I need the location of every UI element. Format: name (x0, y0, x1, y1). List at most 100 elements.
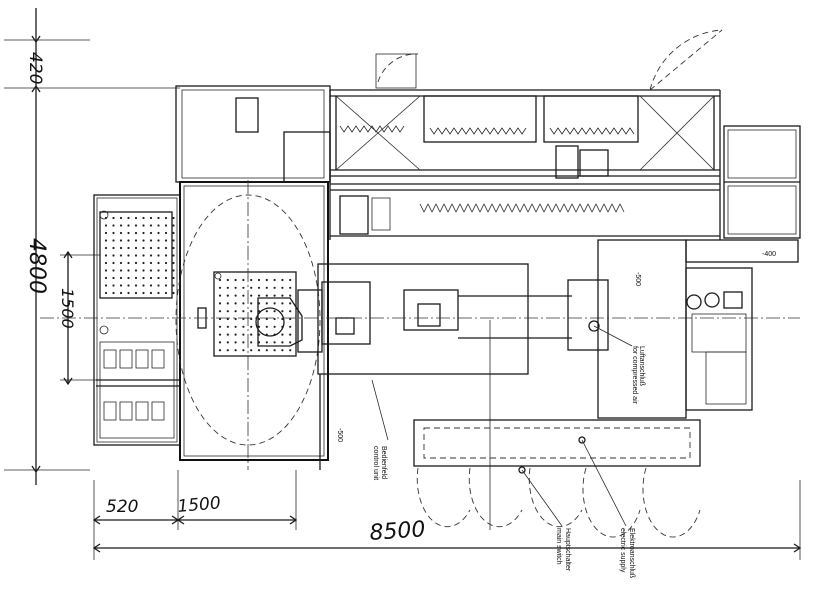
pallet-hole (104, 246, 108, 250)
pallet-hole (281, 302, 284, 305)
pallet-hole (172, 216, 175, 220)
pallet-hole (218, 302, 222, 305)
hydraulic-unit (685, 267, 753, 411)
pallet-hole (119, 269, 123, 272)
pallet-hole (127, 216, 130, 220)
bottom-dimension-chain (92, 470, 802, 560)
machine-base (597, 239, 687, 419)
pallet-hole (234, 278, 237, 282)
pallet-hole (127, 239, 130, 242)
pallet-hole (127, 231, 130, 235)
pallet-hole (149, 216, 153, 220)
pallet-hole (104, 291, 108, 295)
pallet-hole (119, 216, 123, 220)
pallet-hole (142, 276, 145, 280)
pallet-hole (226, 317, 229, 321)
pallet-hole (218, 317, 222, 321)
pallet-hole (289, 278, 292, 282)
pallet-hole (104, 224, 108, 227)
pallet-hole (273, 341, 276, 344)
pallet-hole (273, 286, 276, 289)
pallet-hole (112, 224, 115, 227)
pallet-hole (157, 261, 160, 265)
pallet-hole (250, 341, 253, 344)
pallet-hole (142, 291, 145, 295)
pallet-hole (134, 261, 138, 265)
pallet-hole (134, 284, 138, 287)
pallet-hole (142, 269, 145, 272)
pallet-hole (134, 231, 138, 235)
pallet-hole (119, 231, 123, 235)
pallet-hole (250, 325, 253, 328)
pallet-hole (234, 349, 237, 352)
pallet-hole (149, 254, 153, 257)
pallet-hole (104, 254, 108, 257)
pallet-hole (218, 325, 222, 328)
pallet-hole (157, 216, 160, 220)
pallet-hole (157, 254, 160, 257)
pallet-hole (281, 286, 284, 289)
pallet-hole (234, 325, 237, 328)
pallet-hole (250, 286, 253, 289)
dim-minus-400: -400 (762, 251, 776, 258)
pallet-hole (164, 224, 168, 227)
label-compressed-air-en: for compressed air (631, 346, 638, 405)
pallet-hole (112, 291, 115, 295)
cable-channel (319, 374, 701, 538)
pallet-hole (112, 261, 115, 265)
left-dimension-chain (4, 8, 180, 485)
pallet-hole (149, 224, 153, 227)
pallet-hole (164, 216, 168, 220)
pallet-hole (289, 341, 292, 344)
pallet-hole (127, 254, 130, 257)
dim-8500: 8500 (369, 517, 427, 546)
pallet-hole (142, 231, 145, 235)
pallet-hole (172, 284, 175, 287)
pallet-hole (281, 310, 284, 313)
label-electric-supply-de: Elektroanschluß (628, 528, 635, 578)
pallet-hole (226, 294, 229, 297)
pallet-hole (218, 294, 222, 297)
dim-1500-horizontal: 1500 (177, 493, 222, 517)
label-main-switch-de: Hauptschalter (564, 528, 571, 572)
pallet-hole (149, 269, 153, 272)
pallet-hole (149, 246, 153, 250)
dim-minus-500-middle: -500 (336, 428, 343, 442)
machine-enclosure (175, 85, 331, 461)
pallet-hole (149, 231, 153, 235)
pallet-hole (104, 231, 108, 235)
pallet-hole (265, 310, 268, 313)
pallet-hole (127, 261, 130, 265)
pallet-hole (250, 333, 253, 336)
pallet-hole (250, 317, 253, 321)
pallet-hole (157, 246, 160, 250)
pallet-hole (265, 349, 268, 352)
pallet-hole (281, 349, 284, 352)
pallet-hole (104, 239, 108, 242)
pallet-hole (289, 325, 292, 328)
pallet-hole (265, 341, 268, 344)
pallet-hole (250, 310, 253, 313)
pallet-hole (289, 317, 292, 321)
pallet-hole (226, 286, 229, 289)
pallet-hole (289, 333, 292, 336)
pallet-hole (104, 276, 108, 280)
pallet-hole (265, 325, 268, 328)
pallet-hole (242, 302, 245, 305)
pallet-hole (164, 291, 168, 295)
pallet-hole (265, 302, 268, 305)
pallet-hole (112, 231, 115, 235)
pallet-hole (242, 278, 245, 282)
pallet-hole (226, 310, 229, 313)
pallet-hole (218, 349, 222, 352)
pallet-hole (127, 284, 130, 287)
pallet-hole (142, 216, 145, 220)
pallet-hole (112, 216, 115, 220)
pallet-hole (265, 294, 268, 297)
dim-520: 520 (106, 497, 138, 517)
pallet-hole (149, 261, 153, 265)
pallet-hole (273, 294, 276, 297)
pallet-hole (127, 276, 130, 280)
pallet-hole (127, 224, 130, 227)
